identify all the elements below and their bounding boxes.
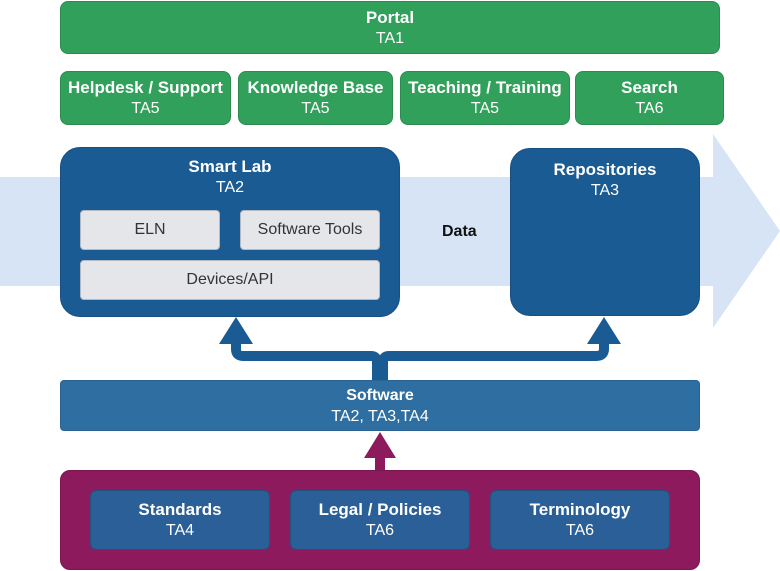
smart-lab-sub: TA2 (215, 179, 245, 196)
data-label: Data (442, 223, 477, 240)
repositories-sub: TA3 (590, 182, 620, 199)
knowledge-base-title: Knowledge Base (247, 78, 384, 97)
portal-sub: TA1 (375, 29, 405, 47)
helpdesk-box[interactable]: Helpdesk / Support TA5 (60, 71, 231, 125)
software-branch-arrow (231, 338, 609, 381)
knowledge-base-sub: TA5 (301, 100, 330, 117)
repositories-title: Repositories (553, 160, 657, 179)
standards-sub: TA4 (165, 522, 195, 539)
foundation-arrow-head (364, 432, 396, 458)
search-box[interactable]: Search TA6 (575, 71, 724, 125)
eln-box[interactable]: ELN (80, 210, 220, 250)
devices-api-box[interactable]: Devices/API (80, 260, 380, 300)
arrow-head-repositories (587, 317, 621, 344)
software-sub: TA2, TA3,TA4 (331, 407, 429, 425)
legal-policies-title: Legal / Policies (318, 500, 442, 519)
search-sub: TA6 (635, 100, 664, 117)
legal-policies-box[interactable]: Legal / Policies TA6 (290, 490, 470, 550)
standards-box[interactable]: Standards TA4 (90, 490, 270, 550)
foundation-arrow-shaft (375, 452, 385, 472)
helpdesk-sub: TA5 (131, 100, 160, 117)
helpdesk-title: Helpdesk / Support (68, 78, 223, 97)
portal-title: Portal (365, 7, 415, 27)
standards-title: Standards (138, 500, 222, 519)
smart-lab-title: Smart Lab (188, 157, 272, 176)
teaching-box[interactable]: Teaching / Training TA5 (400, 71, 570, 125)
teaching-title: Teaching / Training (408, 78, 562, 97)
software-tools-box[interactable]: Software Tools (240, 210, 380, 250)
legal-policies-sub: TA6 (365, 522, 395, 539)
teaching-sub: TA5 (470, 100, 500, 117)
knowledge-base-box[interactable]: Knowledge Base TA5 (238, 71, 393, 125)
terminology-sub: TA6 (565, 522, 595, 539)
portal-box[interactable]: Portal TA1 (60, 1, 720, 54)
terminology-title: Terminology (529, 500, 631, 519)
terminology-box[interactable]: Terminology TA6 (490, 490, 670, 550)
software-box[interactable]: Software TA2, TA3,TA4 (60, 380, 700, 431)
repositories-box[interactable]: Repositories TA3 (510, 148, 700, 316)
search-title: Search (621, 78, 678, 97)
software-title: Software (346, 386, 414, 404)
arrow-head-smart-lab (219, 317, 253, 344)
